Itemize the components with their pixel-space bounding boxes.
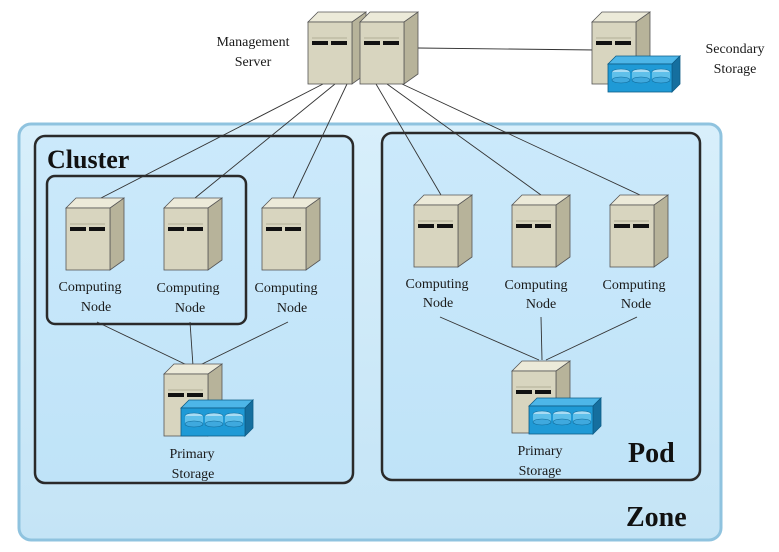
management-server-icon: [307, 11, 367, 85]
computing-node-label-4a: Computing: [405, 277, 468, 292]
secondary-storage-label-line1: Secondary: [705, 42, 764, 57]
node-group-box: [45, 174, 248, 326]
computing-node-label-5b: Node: [526, 297, 556, 312]
computing-node-icon-6: [609, 194, 669, 268]
computing-node-label-1b: Node: [81, 300, 111, 315]
computing-node-label-5a: Computing: [504, 278, 567, 293]
cluster-title: Cluster: [47, 145, 129, 174]
zone-title: Zone: [626, 502, 687, 533]
computing-node-label-6b: Node: [621, 297, 651, 312]
secondary-storage-disk-icon: [607, 55, 681, 93]
secondary-storage-label-line2: Storage: [714, 62, 757, 77]
computing-node-label-3a: Computing: [254, 281, 317, 296]
management-server-icon-2: [359, 11, 419, 85]
management-server-label-line2: Server: [235, 55, 272, 70]
computing-node-icon-2: [163, 197, 223, 271]
pod-primary-storage-label-line2: Storage: [519, 464, 562, 479]
cluster-primary-storage-disk-icon: [180, 399, 254, 437]
management-server-label-line1: Management: [216, 35, 289, 50]
computing-node-label-3b: Node: [277, 301, 307, 316]
computing-node-icon-3: [261, 197, 321, 271]
computing-node-label-2a: Computing: [156, 281, 219, 296]
pod-title: Pod: [628, 438, 675, 469]
computing-node-label-1a: Computing: [58, 280, 121, 295]
cluster-primary-storage-label-line1: Primary: [169, 447, 214, 462]
computing-node-label-2b: Node: [175, 301, 205, 316]
pod-primary-storage-label-line1: Primary: [517, 444, 562, 459]
cluster-primary-storage-label-line2: Storage: [172, 467, 215, 482]
computing-node-icon-4: [413, 194, 473, 268]
connection-lines: [96, 47, 641, 367]
pod-primary-storage-disk-icon: [528, 397, 602, 435]
computing-node-icon-1: [65, 197, 125, 271]
computing-node-label-6a: Computing: [602, 278, 665, 293]
computing-node-label-4b: Node: [423, 296, 453, 311]
computing-node-icon-5: [511, 194, 571, 268]
